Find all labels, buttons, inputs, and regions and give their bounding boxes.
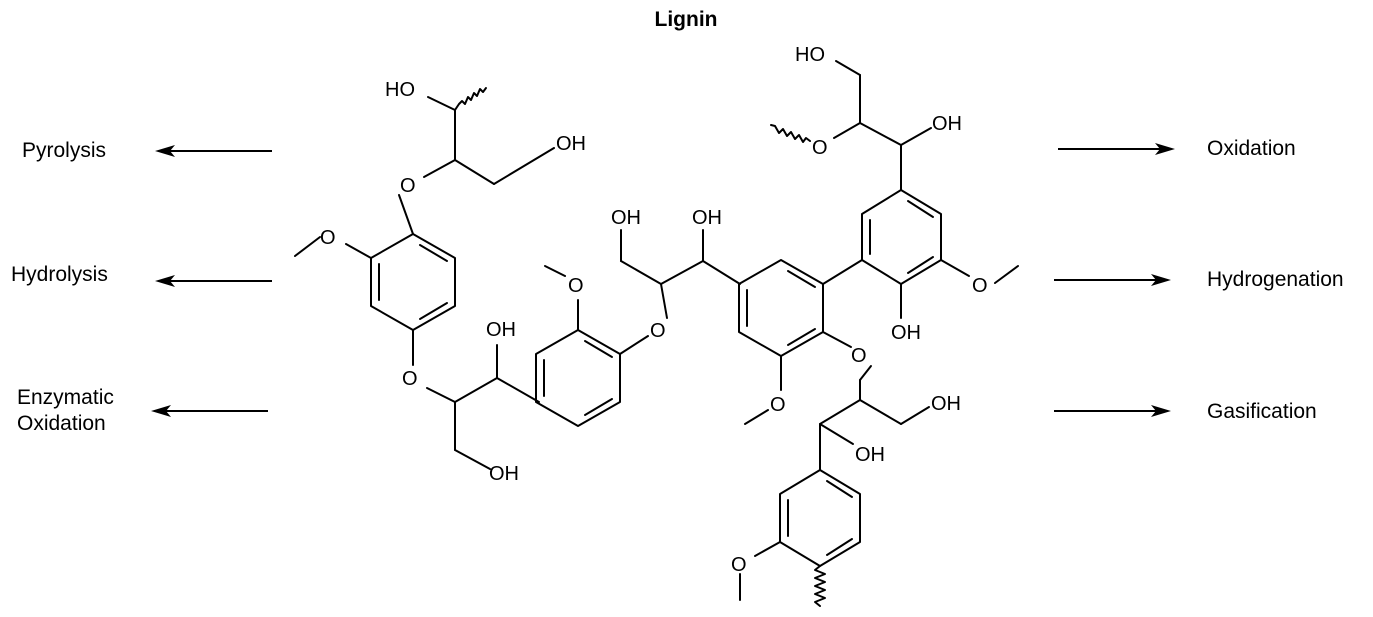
aromatic-ring-c <box>738 259 824 357</box>
unit-d: HO OH O O OH <box>770 44 1019 344</box>
process-label-hydrogenation: Hydrogenation <box>1207 268 1344 291</box>
aromatic-ring-e <box>779 469 861 567</box>
atom-oh-e-alpha: OH <box>855 444 885 466</box>
atom-o-d-ether: O <box>812 137 828 159</box>
atom-o-d-methoxy: O <box>972 275 988 297</box>
atom-oh-a-gamma: OH <box>489 463 519 485</box>
atom-ho-d-top: HO <box>795 44 825 66</box>
arrow-to-oxidation <box>1058 143 1175 155</box>
aromatic-ring-a <box>370 233 456 331</box>
process-label-oxidation-right: Oxidation <box>1207 137 1296 160</box>
process-label-enzymatic: Enzymatic <box>17 386 114 409</box>
atom-oh-d-phenol: OH <box>891 322 921 344</box>
atom-o-b-ether: O <box>650 320 666 342</box>
atom-oh-e-gamma: OH <box>931 393 961 415</box>
wavy-bond-top-right <box>770 124 811 143</box>
lignin-structure: HO OH O O O OH OH O O OH <box>294 44 1019 607</box>
aromatic-ring-b <box>535 329 621 427</box>
atom-o-a-ether: O <box>400 175 416 197</box>
unit-e: OH OH O <box>731 365 961 607</box>
wavy-bond-bottom <box>814 565 826 607</box>
atom-o-a-link: O <box>402 368 418 390</box>
arrow-to-hydrogenation <box>1054 274 1171 286</box>
atom-oh-a-alpha: OH <box>486 319 516 341</box>
wavy-bond-top-left <box>454 87 487 111</box>
arrow-to-hydrolysis <box>155 275 272 287</box>
unit-c: O O <box>738 259 867 425</box>
atom-o-c-ether: O <box>851 345 867 367</box>
arrow-to-pyrolysis <box>155 145 272 157</box>
atom-ho-a-top: HO <box>385 79 415 101</box>
right-processes: Oxidation Hydrogenation Gasification <box>1054 137 1344 423</box>
process-label-pyrolysis: Pyrolysis <box>22 139 106 162</box>
atom-oh-a-chain: OH <box>556 133 586 155</box>
process-label-hydrolysis: Hydrolysis <box>11 263 108 286</box>
process-label-oxidation-left: Oxidation <box>17 412 106 435</box>
process-label-gasification: Gasification <box>1207 400 1317 423</box>
arrow-to-gasification <box>1054 405 1171 417</box>
unit-b: O O OH OH <box>535 207 741 427</box>
atom-o-a-methoxy: O <box>320 227 336 249</box>
arrow-to-enzymatic-oxidation <box>151 405 268 417</box>
atom-o-e-methoxy: O <box>731 554 747 576</box>
atom-oh-d-alpha: OH <box>932 113 962 135</box>
atom-oh-b-alpha: OH <box>692 207 722 229</box>
left-processes: Pyrolysis Hydrolysis Enzymatic Oxidation <box>11 139 272 435</box>
atom-o-b-methoxy: O <box>568 275 584 297</box>
diagram-title: Lignin <box>655 8 718 31</box>
aromatic-ring-d <box>861 189 942 285</box>
atom-o-c-methoxy: O <box>770 394 786 416</box>
unit-a: HO OH O O O OH OH <box>294 79 586 485</box>
atom-oh-b-gamma: OH <box>611 207 641 229</box>
